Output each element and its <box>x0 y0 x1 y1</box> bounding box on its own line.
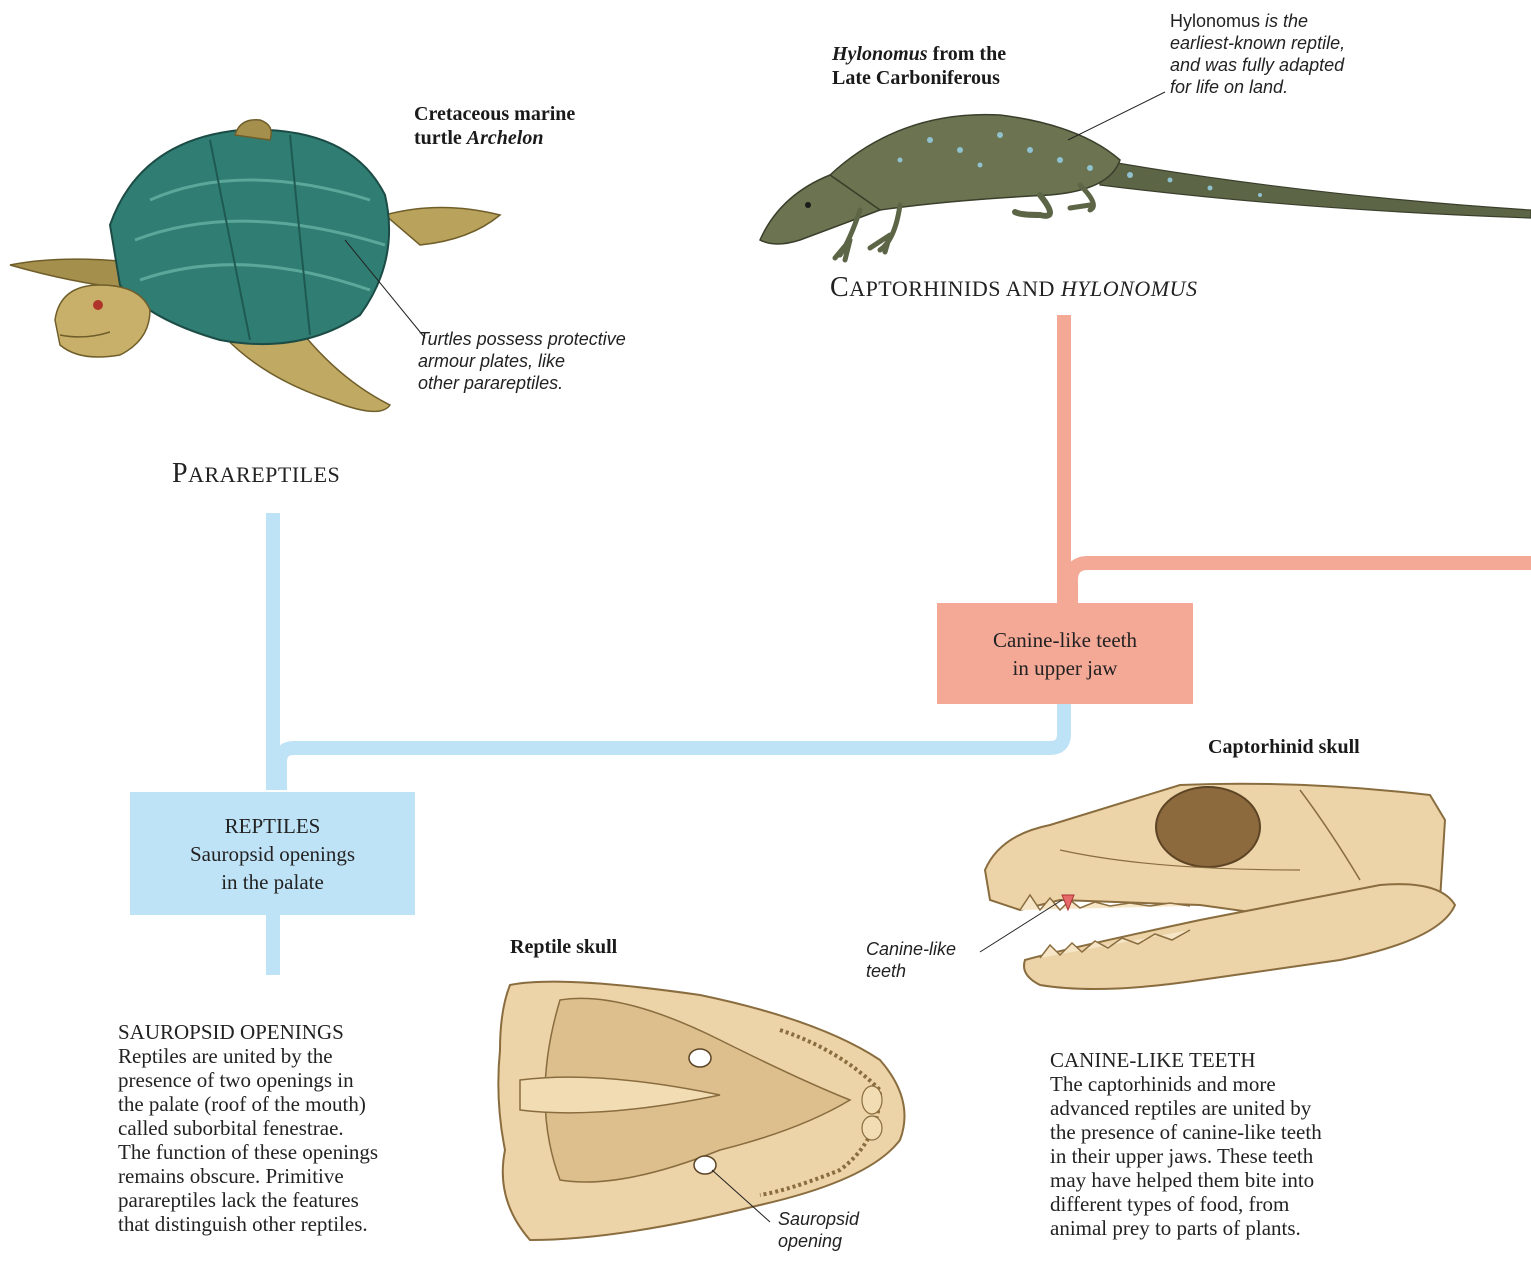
canine-teeth-text: CANINE-LIKE TEETH The captorhinids and m… <box>1050 1048 1322 1240</box>
sauropsid-heading: SAUROPSID OPENINGS <box>118 1020 378 1044</box>
hylonomus-illustration <box>760 115 1531 260</box>
turtle-note: Turtles possess protective armour plates… <box>418 328 626 394</box>
reptiles-box-title: REPTILES <box>225 812 321 840</box>
captorhinid-skull-caption: Captorhinid skull <box>1208 735 1360 759</box>
reptiles-box-line3: in the palate <box>221 868 324 896</box>
reptile-connector-line <box>280 704 1064 790</box>
canine-teeth-label: Canine-like teeth <box>866 938 956 982</box>
archelon-caption: Cretaceous marine turtle Archelon <box>414 102 575 150</box>
sauropsid-openings-text: SAUROPSID OPENINGS Reptiles are united b… <box>118 1020 378 1236</box>
canine-teeth-box: Canine-like teeth in upper jaw <box>937 603 1193 704</box>
hylonomus-caption: Hylonomus from the Late Carboniferous <box>832 42 1006 90</box>
canine-box-line2: in upper jaw <box>1013 654 1118 682</box>
sauropsid-opening-label: Sauropsid opening <box>778 1208 859 1252</box>
hylonomus-note-leader <box>1068 92 1165 140</box>
canine-box-line1: Canine-like teeth <box>993 626 1137 654</box>
advanced-reptiles-branch-line <box>1071 563 1531 603</box>
captorhinids-title: CAPTORHINIDS AND HYLONOMUS <box>830 272 1197 304</box>
canine-heading: CANINE-LIKE TEETH <box>1050 1048 1322 1072</box>
hylonomus-note: Hylonomus is the earliest-known reptile,… <box>1170 10 1345 98</box>
captorhinid-skull-illustration <box>985 784 1455 989</box>
reptiles-box: REPTILES Sauropsid openings in the palat… <box>130 792 415 915</box>
parareptiles-title: PARAREPTILES <box>172 458 340 490</box>
reptiles-box-line2: Sauropsid openings <box>190 840 355 868</box>
reptile-skull-caption: Reptile skull <box>510 935 617 959</box>
reptile-skull-illustration <box>498 982 904 1240</box>
